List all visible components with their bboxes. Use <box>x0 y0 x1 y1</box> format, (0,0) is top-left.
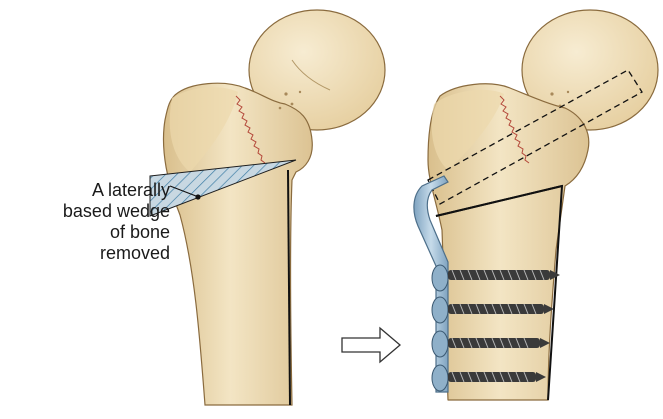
annotation-line-3: of bone <box>20 222 170 243</box>
screw-2 <box>448 304 554 314</box>
right-femur <box>414 10 658 400</box>
screw-4 <box>448 372 546 382</box>
annotation-leader-dot <box>195 194 200 199</box>
screw-1 <box>448 270 560 280</box>
annotation-line-1: A laterally <box>20 180 170 201</box>
wedge-annotation-label: A laterally based wedge of bone removed <box>20 180 170 264</box>
annotation-line-2: based wedge <box>20 201 170 222</box>
screw-3 <box>448 338 550 348</box>
right-arrow-icon <box>342 328 400 362</box>
annotation-line-4: removed <box>20 243 170 264</box>
